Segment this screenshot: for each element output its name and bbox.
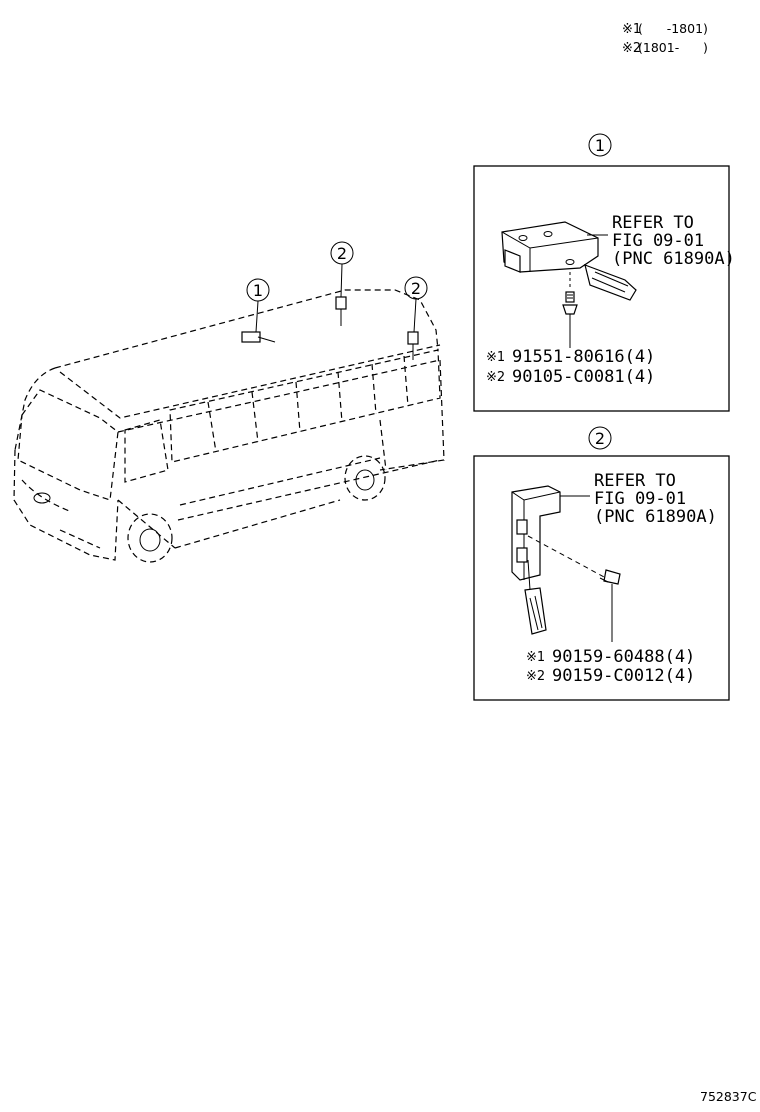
panel-1: 1 REFER TO FIG 09-01 (PNC 61890A) ※ <box>473 133 735 412</box>
bus-illustration <box>13 289 445 563</box>
callout-2b-bus: 2 <box>404 276 428 333</box>
panel-1-header: 1 <box>595 136 605 155</box>
panel-1-refer-line3: (PNC 61890A) <box>612 249 735 269</box>
panel-1-part1-mark: ※1 <box>486 350 505 365</box>
panel-2-part1-mark: ※1 <box>526 650 545 665</box>
callout-1-number: 1 <box>253 281 263 300</box>
note1-mark: ※1 <box>622 22 641 37</box>
applicability-notes: ※1 ( -1801) ※2 (1801- ) <box>622 21 708 56</box>
panel-2-part2-mark: ※2 <box>526 669 545 684</box>
panel-2-refer-line1: REFER TO <box>594 471 676 491</box>
panel-2-header: 2 <box>595 429 605 448</box>
panel-1-component <box>501 221 637 348</box>
panel-2-refer-line2: FIG 09-01 <box>594 489 686 509</box>
panel-2-refer-line3: (PNC 61890A) <box>594 507 717 527</box>
callout-2a-bus: 2 <box>330 241 354 298</box>
callout-2b-number: 2 <box>411 279 421 298</box>
note2-mark: ※2 <box>622 41 641 56</box>
callout-1-bus: 1 <box>246 278 270 333</box>
callout-2a-number: 2 <box>337 244 347 263</box>
panel-2-part2-number: 90159-C0012(4) <box>552 666 695 686</box>
panel-2: 2 REFER TO FIG 09-01 (PNC 61890A) ※1 901… <box>473 426 730 701</box>
panel-1-refer-line2: FIG 09-01 <box>612 231 704 251</box>
panel-1-part2-number: 90105-C0081(4) <box>512 367 655 387</box>
panel-2-part1-number: 90159-60488(4) <box>552 647 695 667</box>
panel-1-refer-line1: REFER TO <box>612 213 694 233</box>
note1-text: ( -1801) <box>638 21 708 36</box>
panel-2-component <box>511 485 621 642</box>
panel-1-part2-mark: ※2 <box>486 370 505 385</box>
panel-1-part1-number: 91551-80616(4) <box>512 347 655 367</box>
note2-text: (1801- ) <box>638 40 708 55</box>
illustration-code: 752837C <box>700 1089 757 1104</box>
